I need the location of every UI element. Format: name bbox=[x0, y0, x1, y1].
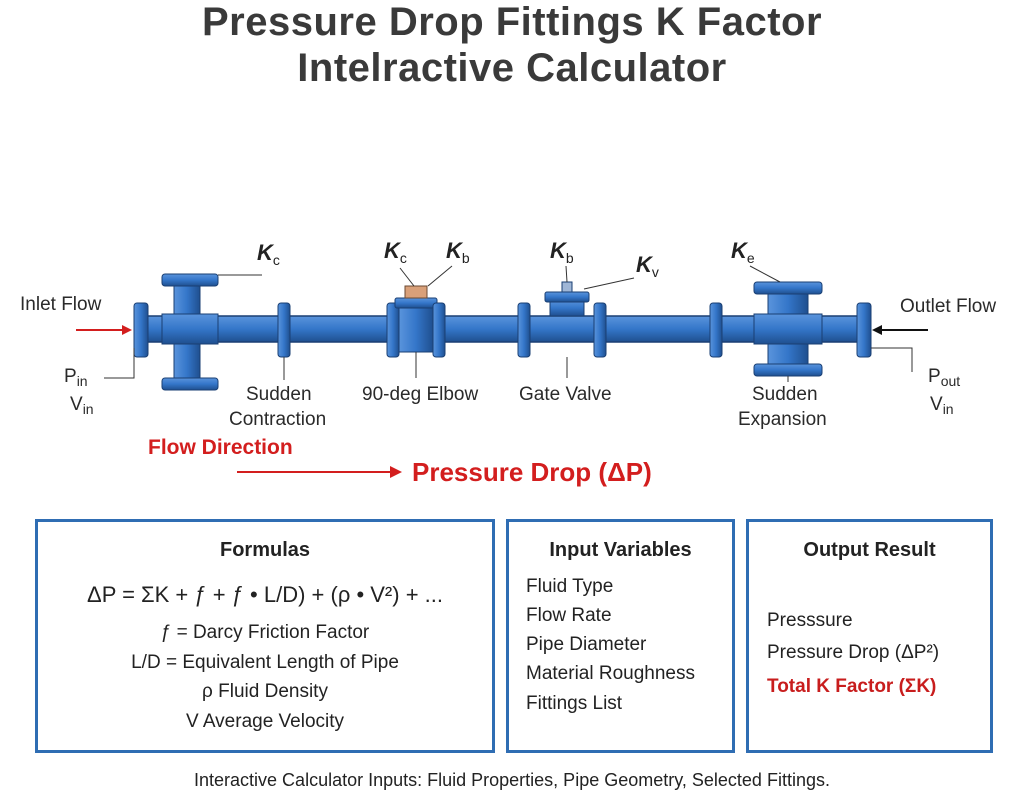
k-label-expansion: Ke bbox=[731, 238, 755, 266]
output-result-panel: Output Result Presssure Pressure Drop (Δ… bbox=[746, 519, 993, 753]
v-out-label: Vin bbox=[930, 394, 954, 417]
input-item: Fluid Type bbox=[526, 576, 614, 597]
output-pressure: Presssure bbox=[767, 610, 853, 631]
k-label-valve-b: Kb bbox=[550, 238, 574, 266]
formulas-heading: Formulas bbox=[219, 539, 311, 561]
inlet-flow-label: Inlet Flow bbox=[20, 294, 102, 315]
formula-def-friction: ƒ = Darcy Friction Factor bbox=[160, 622, 370, 643]
input-item: Pipe Diameter bbox=[526, 634, 647, 655]
k-label-valve-v: Kv bbox=[636, 252, 659, 280]
footer-note: Interactive Calculator Inputs: Fluid Pro… bbox=[194, 770, 830, 790]
outlet-flow-label: Outlet Flow bbox=[900, 296, 996, 317]
formula-def-density: ρ Fluid Density bbox=[202, 681, 328, 702]
input-variables-panel: Input Variables Fluid Type Flow Rate Pip… bbox=[506, 519, 735, 753]
input-variables-heading: Input Variables bbox=[549, 539, 692, 561]
pipe-diagram: Kc Kc Kb Kb Kv Ke Inlet Flow Outlet Flow… bbox=[20, 238, 996, 487]
v-in-label: Vin bbox=[70, 394, 94, 417]
label-elbow: 90-deg Elbow bbox=[362, 384, 478, 405]
formulas-panel: Formulas ΔP = ΣK + ƒ + ƒ • L/D) + (ρ • V… bbox=[35, 519, 495, 753]
output-pressure-drop: Pressure Drop (ΔP²) bbox=[767, 642, 940, 663]
label-sudden-contraction-2: Contraction bbox=[229, 409, 326, 430]
output-total-k-factor: Total K Factor (ΣK) bbox=[767, 676, 937, 697]
input-item: Fittings List bbox=[526, 693, 623, 714]
sudden-contraction-fitting bbox=[161, 273, 219, 391]
gate-valve-fitting bbox=[517, 281, 607, 358]
outlet-flange bbox=[856, 302, 872, 358]
label-sudden-expansion-1: Sudden bbox=[752, 384, 818, 405]
p-in-label: Pin bbox=[64, 366, 88, 389]
page-title-line-2: Intelractive Calculator bbox=[297, 46, 727, 90]
sudden-expansion-fitting bbox=[753, 281, 823, 377]
outlet-arrow-icon bbox=[872, 325, 882, 335]
k-label-contraction: Kc bbox=[257, 240, 280, 268]
label-gate-valve: Gate Valve bbox=[519, 384, 612, 405]
formula-def-length: L/D = Equivalent Length of Pipe bbox=[131, 652, 399, 673]
k-label-elbow-c: Kc bbox=[384, 238, 407, 266]
label-sudden-contraction-1: Sudden bbox=[246, 384, 312, 405]
k-label-elbow-b: Kb bbox=[446, 238, 470, 266]
main-pipe bbox=[139, 315, 866, 343]
input-item: Flow Rate bbox=[526, 605, 612, 626]
input-item: Material Roughness bbox=[526, 663, 695, 684]
pressure-drop-label: Pressure Drop (ΔP) bbox=[412, 457, 652, 487]
page-title-line-1: Pressure Drop Fittings K Factor bbox=[201, 0, 823, 44]
main-formula: ΔP = ΣK + ƒ + ƒ • L/D) + (ρ • V²) + ... bbox=[87, 582, 443, 607]
flow-arrow-icon bbox=[390, 466, 402, 478]
formula-def-velocity: V Average Velocity bbox=[185, 711, 345, 732]
inlet-flange bbox=[133, 302, 149, 358]
output-result-heading: Output Result bbox=[803, 539, 936, 561]
inlet-arrow-icon bbox=[122, 325, 132, 335]
p-out-label: Pout bbox=[928, 366, 960, 389]
elbow-fitting bbox=[386, 285, 446, 358]
label-sudden-expansion-2: Expansion bbox=[738, 409, 827, 430]
flow-direction-label: Flow Direction bbox=[148, 436, 293, 459]
